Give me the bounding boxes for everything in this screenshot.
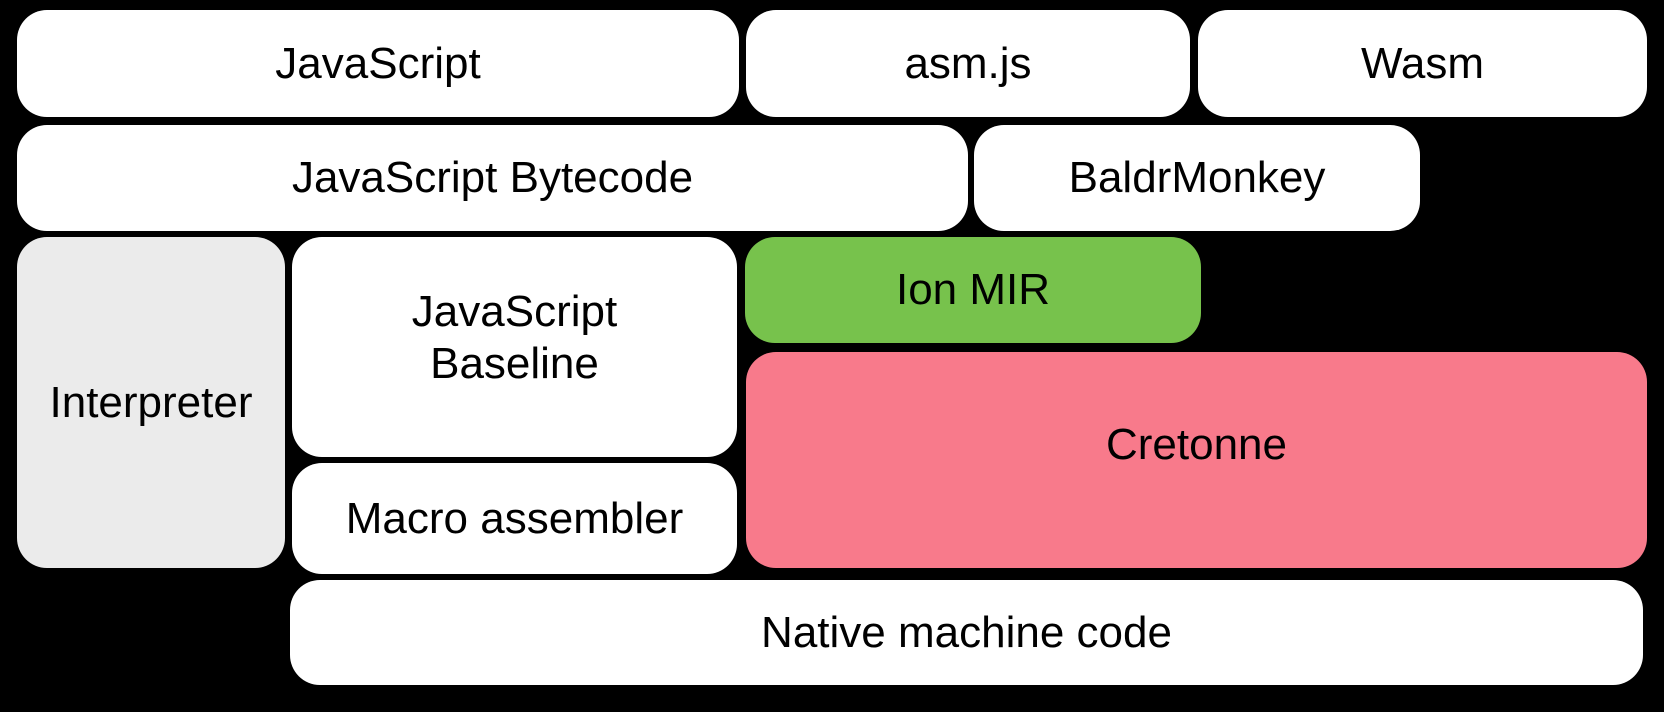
- node-interpreter: Interpreter: [17, 237, 285, 568]
- node-javascript-baseline-label: JavaScript Baseline: [411, 287, 618, 388]
- node-wasm: Wasm: [1198, 10, 1647, 117]
- node-macro-assembler: Macro assembler: [292, 463, 737, 574]
- node-baldrmonkey: BaldrMonkey: [974, 125, 1420, 231]
- node-native-machine-code: Native machine code: [290, 580, 1643, 685]
- node-cretonne: Cretonne: [746, 352, 1647, 568]
- node-javascript: JavaScript: [17, 10, 739, 117]
- node-ion-mir-label: Ion MIR: [895, 265, 1051, 315]
- node-javascript-bytecode: JavaScript Bytecode: [17, 125, 968, 231]
- node-javascript-label: JavaScript: [275, 38, 481, 88]
- node-interpreter-label: Interpreter: [49, 377, 253, 427]
- node-asmjs: asm.js: [746, 10, 1190, 117]
- node-asmjs-label: asm.js: [904, 38, 1032, 88]
- node-macro-assembler-label: Macro assembler: [345, 493, 684, 543]
- node-wasm-label: Wasm: [1360, 38, 1485, 88]
- node-baldrmonkey-label: BaldrMonkey: [1068, 153, 1326, 203]
- node-native-machine-code-label: Native machine code: [761, 607, 1172, 657]
- node-javascript-baseline: JavaScript Baseline: [292, 237, 737, 457]
- node-cretonne-label: Cretonne: [1105, 420, 1287, 470]
- node-ion-mir: Ion MIR: [745, 237, 1201, 343]
- node-javascript-bytecode-label: JavaScript Bytecode: [291, 153, 694, 203]
